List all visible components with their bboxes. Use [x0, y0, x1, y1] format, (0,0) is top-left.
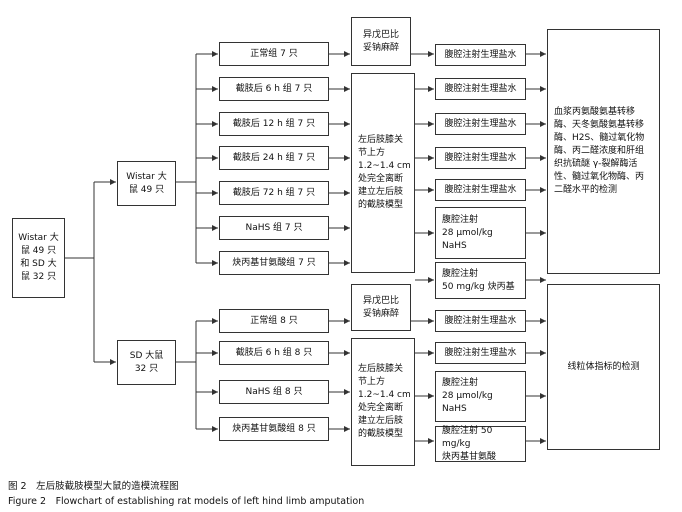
sd-model-box: 左后肢膝关 节上方 1.2~1.4 cm 处完全离断 建立左后肢 的截肢模型 — [351, 338, 415, 466]
outcome-label: 血浆丙氨酸氨基转移 酶、天冬氨酸氨基转移 酶、H2S、髓过氧化物 酶、丙二醛浓度… — [554, 107, 645, 195]
group-label: 截肢后 12 h 组 7 只 — [232, 118, 316, 129]
group-label: NaHS 组 8 只 — [245, 386, 303, 397]
wistar-outcome-box: 血浆丙氨酸氨基转移 酶、天冬氨酸氨基转移 酶、H2S、髓过氧化物 酶、丙二醛浓度… — [547, 29, 660, 274]
sd-group-pag: 炔丙基甘氨酸组 8 只 — [219, 417, 329, 441]
model-label: 左后肢膝关 节上方 1.2~1.4 cm 处完全离断 建立左后肢 的截肢模型 — [358, 364, 411, 439]
group-label: NaHS 组 7 只 — [245, 222, 303, 233]
figure-caption-cn: 图 2 左后肢截肢模型大鼠的造模流程图 — [8, 481, 179, 492]
group-label: 炔丙基甘氨酸组 8 只 — [232, 423, 316, 434]
anesthesia-label: 异戊巴比 妥钠麻醉 — [362, 295, 399, 319]
wistar-group-6h: 截肢后 6 h 组 7 只 — [219, 77, 329, 101]
figure-caption-en: Figure 2 Flowchart of establishing rat m… — [8, 496, 365, 507]
model-label: 左后肢膝关 节上方 1.2~1.4 cm 处完全离断 建立左后肢 的截肢模型 — [358, 135, 411, 210]
treatment-label: 腹腔注射 50 mg/kg 炔丙基 — [442, 268, 515, 292]
wistar-treatment-pag: 腹腔注射 50 mg/kg 炔丙基 — [435, 262, 526, 299]
wistar-treatment-saline: 腹腔注射生理盐水 — [435, 44, 526, 66]
outcome-label: 线粒体指标的检测 — [567, 361, 640, 372]
group-label: 截肢后 24 h 组 7 只 — [232, 152, 316, 163]
wistar-group-nahs: NaHS 组 7 只 — [219, 216, 329, 240]
sd-treatment-saline: 腹腔注射生理盐水 — [435, 310, 526, 332]
treatment-label: 腹腔注射 50 mg/kg 炔丙基甘氨酸 — [442, 425, 497, 462]
root-box: Wistar 大 鼠 49 只 和 SD 大 鼠 32 只 — [12, 218, 65, 298]
sd-treatment-nahs: 腹腔注射 28 μmol/kg NaHS — [435, 371, 526, 422]
treatment-label: 腹腔注射 28 μmol/kg NaHS — [442, 214, 493, 251]
treatment-label: 腹腔注射 28 μmol/kg NaHS — [442, 378, 493, 414]
group-label: 截肢后 72 h 组 7 只 — [232, 187, 316, 198]
wistar-treatment-saline: 腹腔注射生理盐水 — [435, 179, 526, 201]
treatment-label: 腹腔注射生理盐水 — [444, 83, 517, 94]
wistar-model-box: 左后肢膝关 节上方 1.2~1.4 cm 处完全离断 建立左后肢 的截肢模型 — [351, 73, 415, 273]
sd-group-nahs: NaHS 组 8 只 — [219, 380, 329, 404]
group-label: 截肢后 6 h 组 8 只 — [235, 347, 313, 358]
sd-label: SD 大鼠 32 只 — [129, 350, 164, 374]
group-label: 截肢后 6 h 组 7 只 — [235, 83, 313, 94]
wistar-treatment-saline: 腹腔注射生理盐水 — [435, 113, 526, 135]
group-label: 正常组 8 只 — [250, 315, 298, 326]
sd-group-6h: 截肢后 6 h 组 8 只 — [219, 341, 329, 365]
sd-treatment-pag: 腹腔注射 50 mg/kg 炔丙基甘氨酸 — [435, 426, 526, 462]
root-label: Wistar 大 鼠 49 只 和 SD 大 鼠 32 只 — [18, 233, 59, 282]
treatment-label: 腹腔注射生理盐水 — [444, 315, 517, 326]
wistar-anesthesia-box: 异戊巴比 妥钠麻醉 — [351, 17, 411, 66]
wistar-treatment-saline: 腹腔注射生理盐水 — [435, 78, 526, 100]
wistar-treatment-nahs: 腹腔注射 28 μmol/kg NaHS — [435, 207, 526, 259]
wistar-group-12h: 截肢后 12 h 组 7 只 — [219, 112, 329, 136]
wistar-treatment-saline: 腹腔注射生理盐水 — [435, 147, 526, 169]
sd-group-normal: 正常组 8 只 — [219, 309, 329, 333]
wistar-label: Wistar 大 鼠 49 只 — [126, 171, 167, 195]
anesthesia-label: 异戊巴比 妥钠麻醉 — [362, 29, 399, 53]
wistar-group-24h: 截肢后 24 h 组 7 只 — [219, 146, 329, 170]
wistar-group-normal: 正常组 7 只 — [219, 42, 329, 66]
wistar-box: Wistar 大 鼠 49 只 — [117, 161, 176, 206]
treatment-label: 腹腔注射生理盐水 — [444, 184, 517, 195]
sd-outcome-box: 线粒体指标的检测 — [547, 284, 660, 450]
wistar-group-pag: 炔丙基甘氨酸组 7 只 — [219, 251, 329, 275]
group-label: 正常组 7 只 — [250, 48, 298, 59]
wistar-group-72h: 截肢后 72 h 组 7 只 — [219, 181, 329, 205]
sd-treatment-saline: 腹腔注射生理盐水 — [435, 342, 526, 364]
treatment-label: 腹腔注射生理盐水 — [444, 49, 517, 60]
treatment-label: 腹腔注射生理盐水 — [444, 347, 517, 358]
sd-anesthesia-box: 异戊巴比 妥钠麻醉 — [351, 284, 411, 331]
group-label: 炔丙基甘氨酸组 7 只 — [232, 257, 316, 268]
treatment-label: 腹腔注射生理盐水 — [444, 118, 517, 129]
treatment-label: 腹腔注射生理盐水 — [444, 152, 517, 163]
sd-box: SD 大鼠 32 只 — [117, 340, 176, 385]
